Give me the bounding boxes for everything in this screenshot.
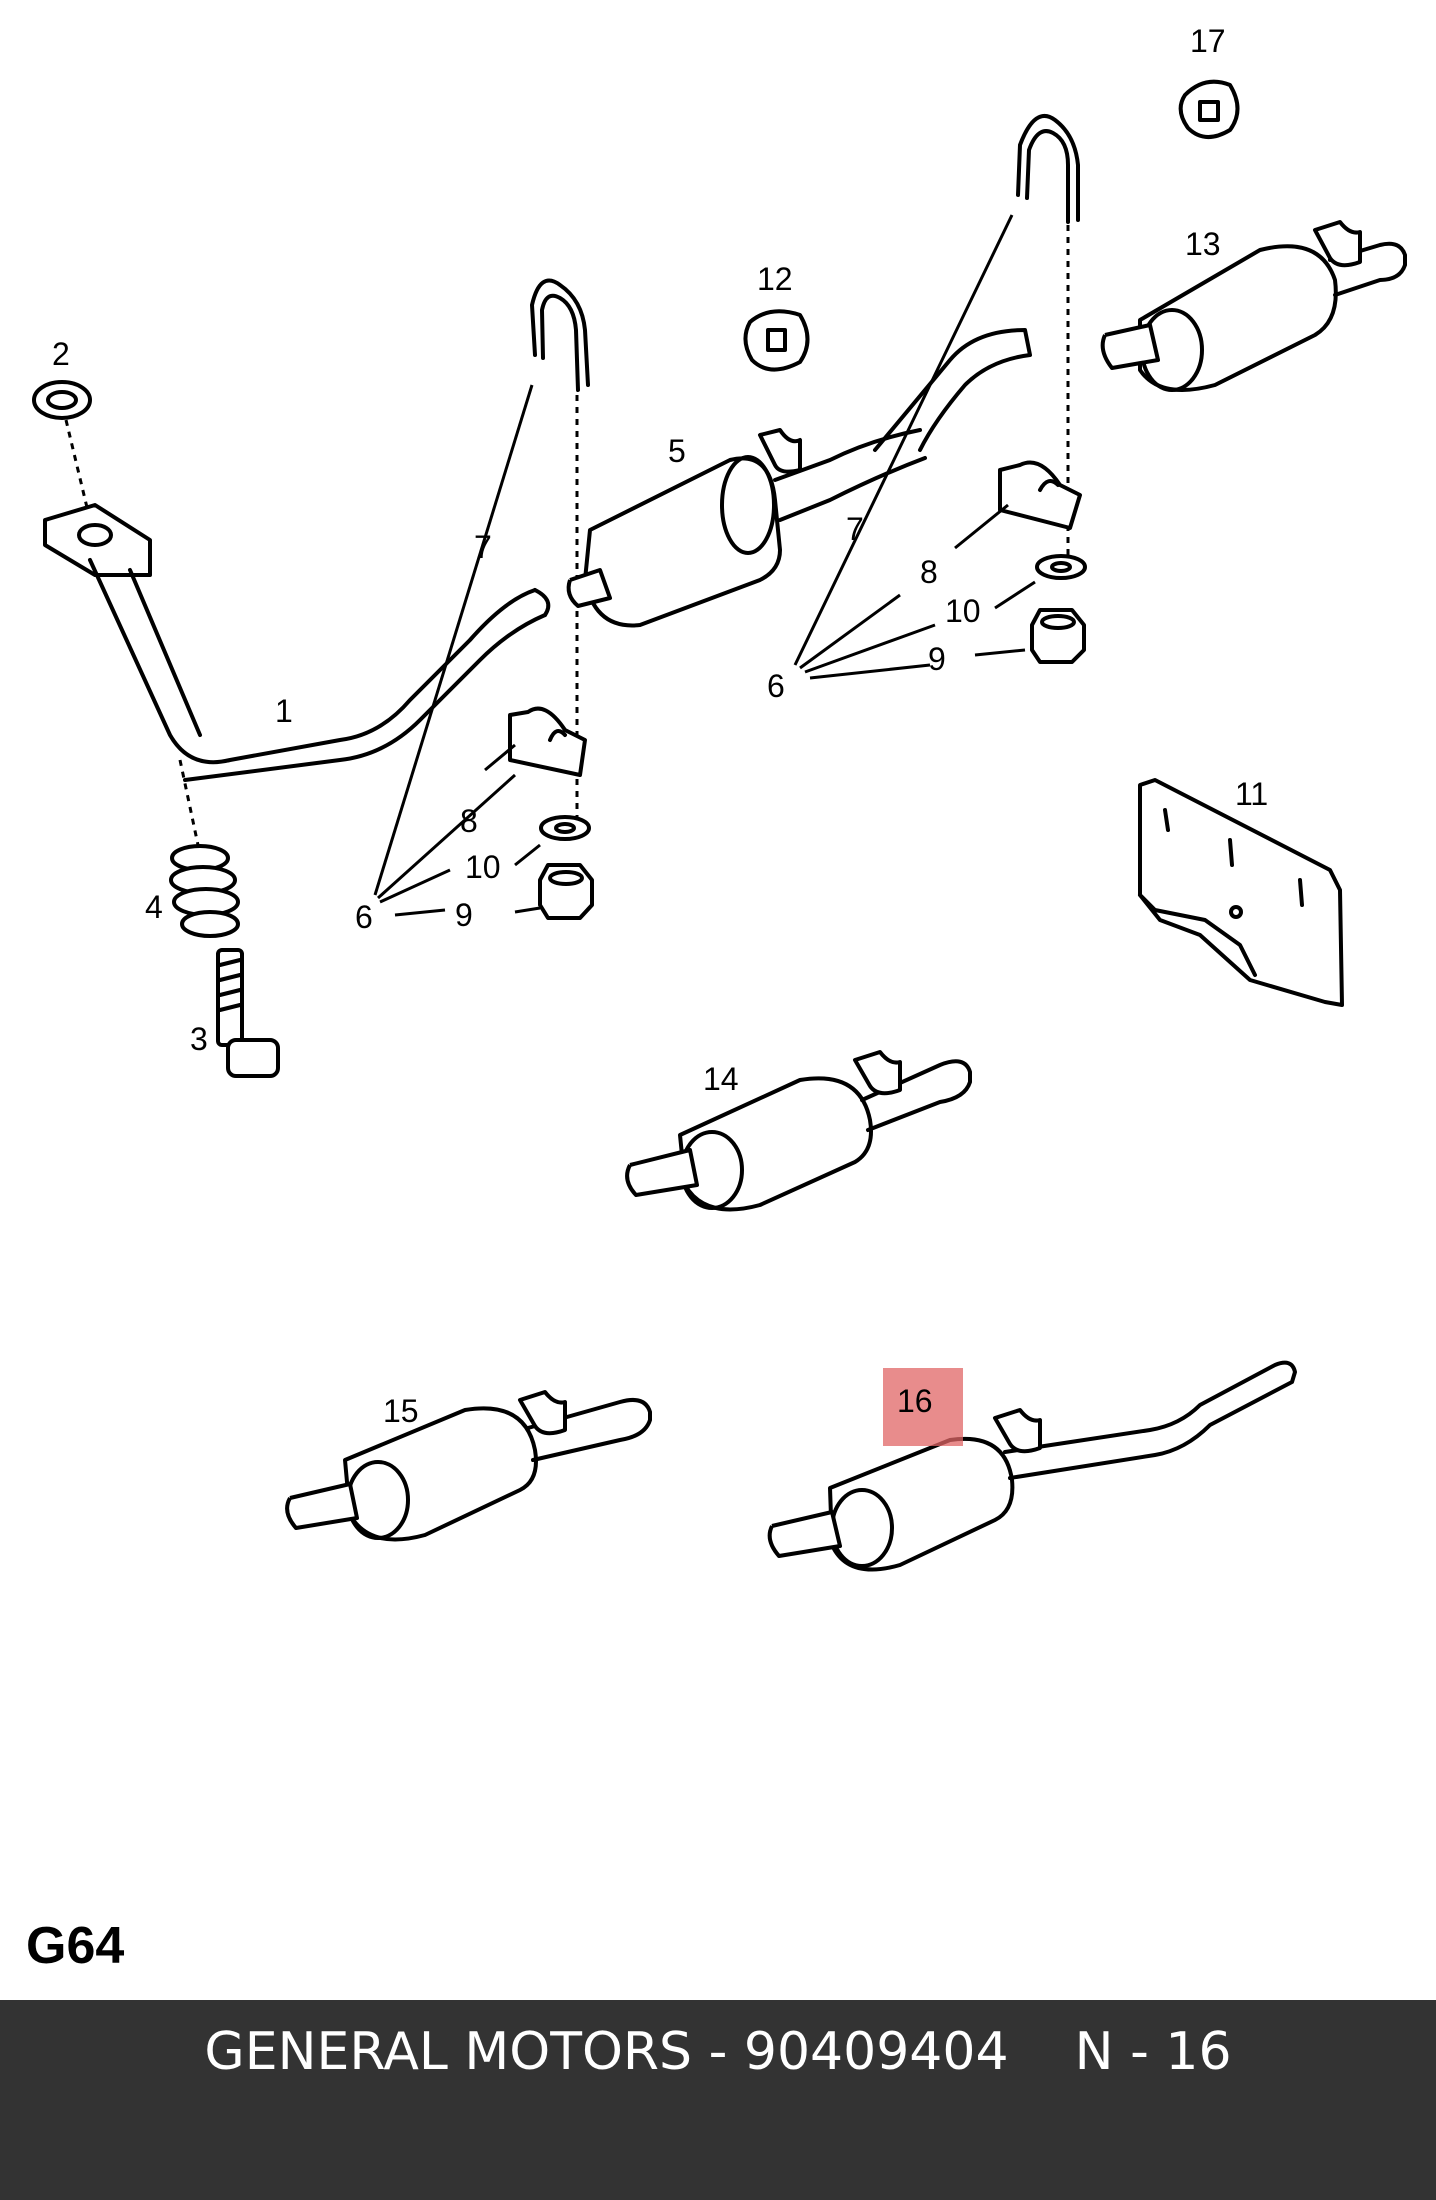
part-12-rubber-hanger — [743, 309, 810, 372]
part-1-front-pipe — [43, 503, 551, 782]
part-17-rubber-hanger — [1178, 79, 1240, 139]
callout-17: 17 — [1190, 23, 1226, 59]
callout-3: 3 — [190, 1021, 208, 1057]
part-5-center-silencer — [566, 428, 927, 628]
part-8-clamp-left — [508, 706, 587, 777]
callout-14: 14 — [703, 1061, 739, 1097]
callout-8-left: 8 — [460, 803, 478, 839]
callout-10-left: 10 — [465, 849, 501, 885]
callout-11: 11 — [1235, 776, 1268, 812]
part-9-nut-right — [1030, 608, 1086, 664]
part-13-rear-silencer — [1100, 220, 1407, 392]
leader-lines-left — [373, 384, 541, 917]
callout-2: 2 — [52, 336, 70, 372]
part-8-clamp-right — [998, 460, 1082, 530]
callout-1: 1 — [275, 693, 293, 729]
part-11-heat-shield — [1138, 778, 1344, 1007]
highlight-box-16 — [883, 1368, 963, 1446]
callout-6-right: 6 — [767, 668, 785, 704]
footer-bar: GENERAL MOTORS - 90409404 N - 16 — [0, 2000, 1436, 2200]
part-4-spring — [169, 844, 240, 938]
leader-dash-4 — [178, 759, 200, 846]
callout-16: 16 — [897, 1383, 933, 1419]
callout-7-right: 7 — [846, 511, 864, 547]
part-10-washer-left — [539, 815, 591, 841]
diagram-code-label: G64 — [26, 1917, 125, 1975]
leader-dash-2 — [64, 419, 92, 521]
callout-4: 4 — [145, 889, 163, 925]
part-14-rear-silencer — [625, 1050, 972, 1212]
part-16-rear-silencer — [767, 1360, 1297, 1572]
callout-9-left: 9 — [455, 897, 473, 933]
leader-lines-right — [793, 214, 1036, 680]
middle-pipe — [873, 328, 1032, 452]
callout-9-right: 9 — [928, 641, 946, 677]
callout-15: 15 — [383, 1393, 419, 1429]
callout-10-right: 10 — [945, 593, 981, 629]
part-10-washer-right — [1035, 554, 1087, 580]
callout-5: 5 — [668, 433, 686, 469]
callout-6-left: 6 — [355, 899, 373, 935]
part-3-bolt — [216, 948, 280, 1078]
callout-13: 13 — [1185, 226, 1221, 262]
footer-part-number: GENERAL MOTORS - 90409404 N - 16 — [204, 2022, 1232, 2082]
part-9-nut-left — [538, 863, 594, 920]
part-15-rear-silencer — [285, 1390, 652, 1542]
exhaust-system-diagram: 1 2 3 4 5 6 6 7 7 8 8 9 9 10 10 11 12 13… — [32, 23, 1407, 1572]
callout-8-right: 8 — [920, 554, 938, 590]
callout-7-left: 7 — [474, 529, 492, 565]
part-2-gasket — [32, 380, 92, 420]
callout-12: 12 — [757, 261, 793, 297]
part-7-u-bolt-left — [530, 278, 590, 820]
